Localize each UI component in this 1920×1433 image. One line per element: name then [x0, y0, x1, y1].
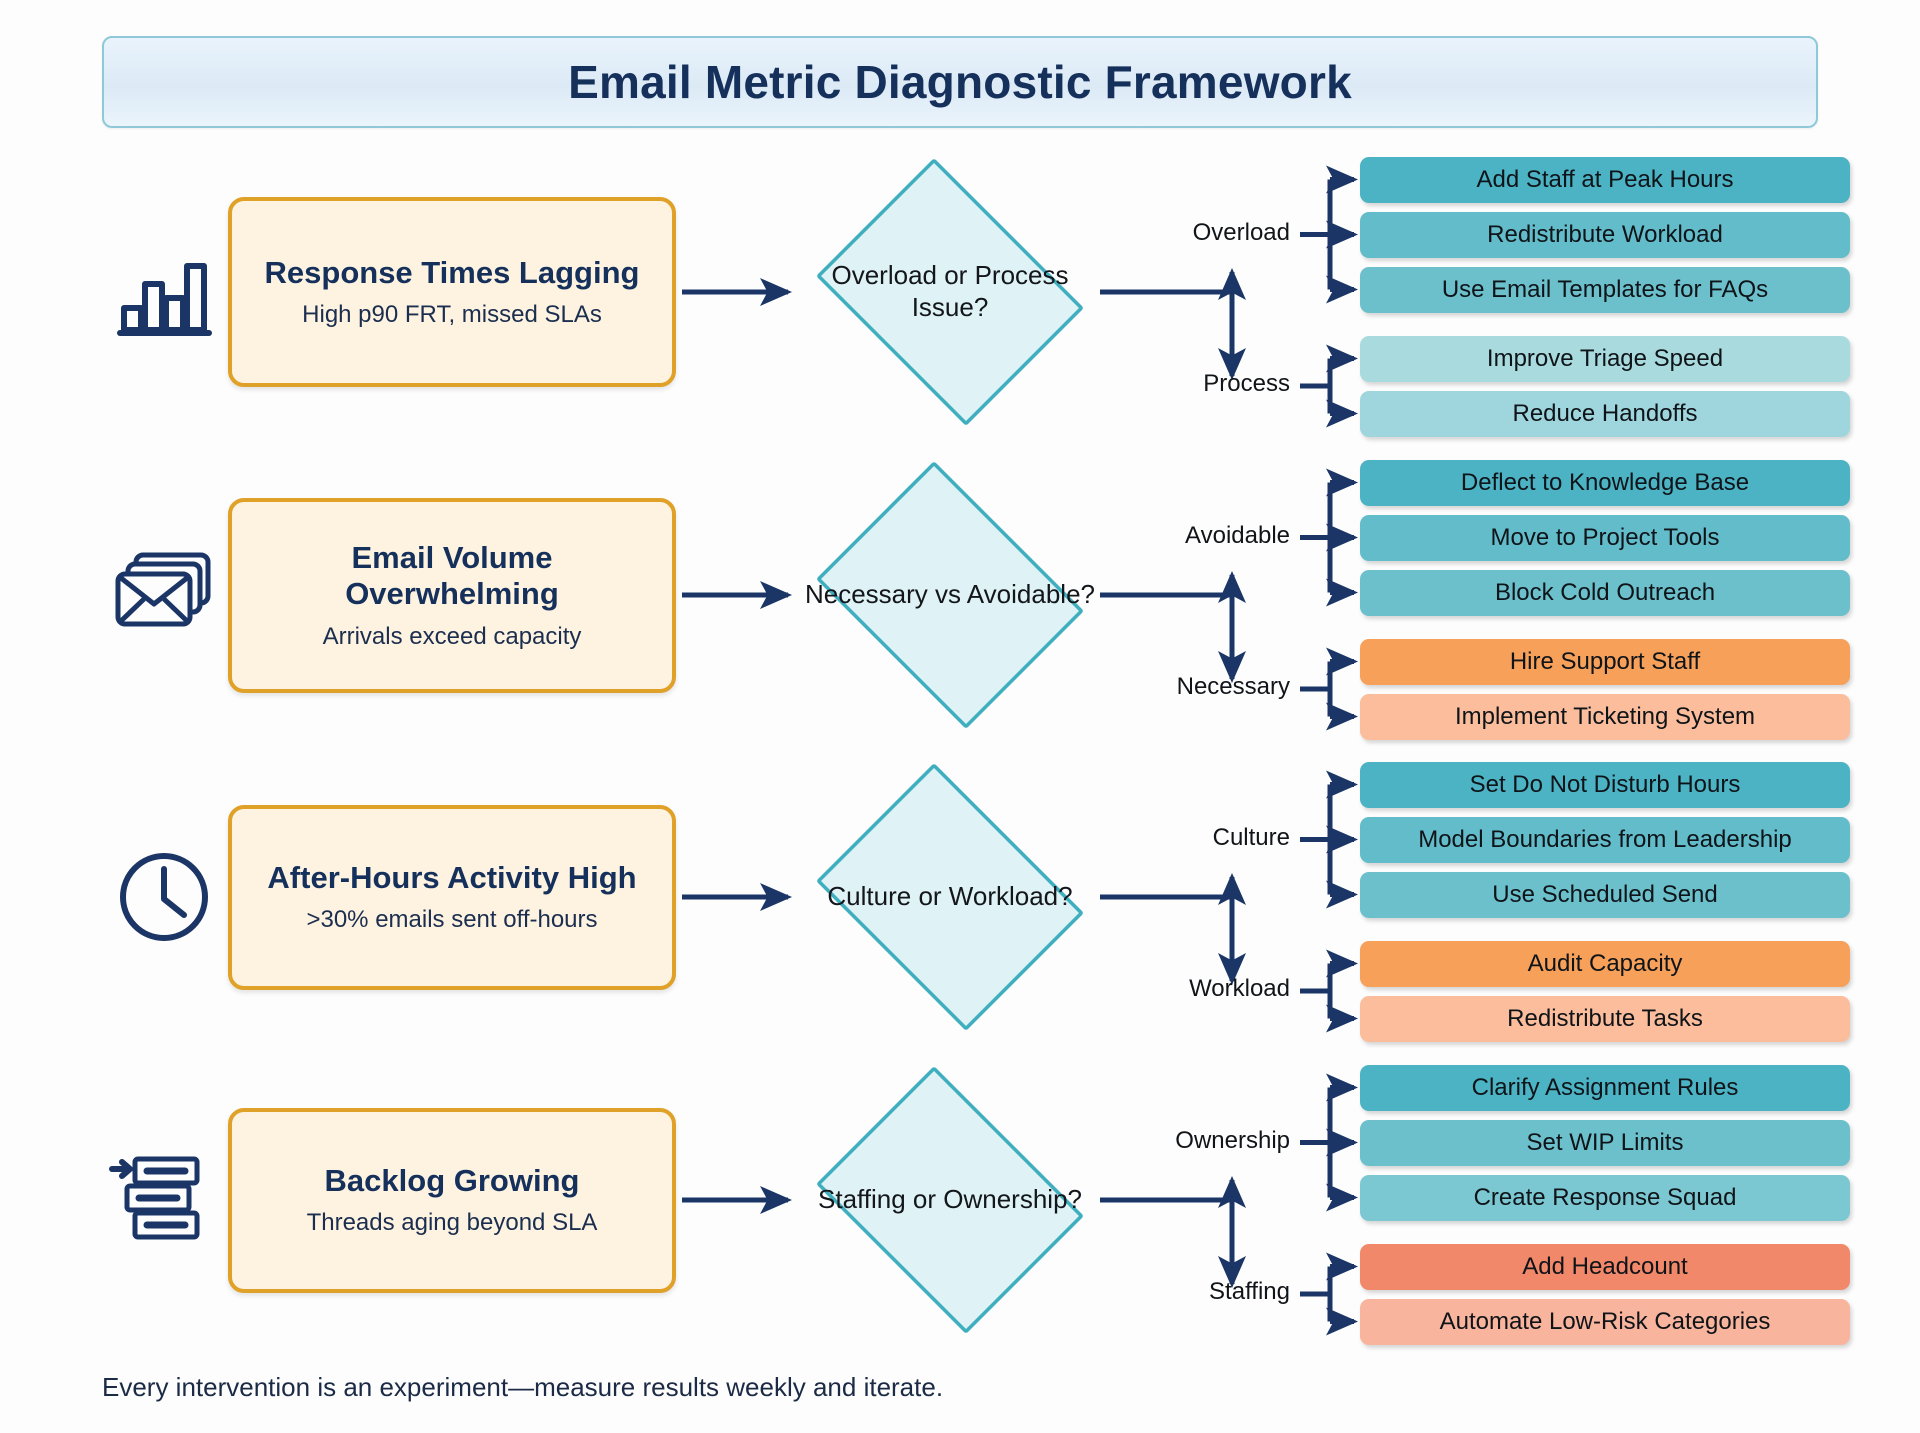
branch-label: Staffing: [1209, 1278, 1290, 1305]
action-box[interactable]: Model Boundaries from Leadership: [1360, 816, 1850, 863]
action-box[interactable]: Improve Triage Speed: [1360, 335, 1850, 382]
action-box[interactable]: Set Do Not Disturb Hours: [1360, 761, 1850, 808]
action-box[interactable]: Create Response Squad: [1360, 1174, 1850, 1221]
decision-label: Necessary vs Avoidable?: [804, 579, 1095, 610]
problem-card[interactable]: After-Hours Activity High >30% emails se…: [228, 804, 676, 990]
stacked-envelopes-icon: [96, 530, 232, 660]
page-title: Email Metric Diagnostic Framework: [568, 56, 1352, 108]
problem-subtitle: Arrivals exceed capacity: [322, 622, 582, 650]
diamond-body: Overload or Process Issue?: [800, 158, 1100, 426]
action-box[interactable]: Deflect to Knowledge Base: [1360, 459, 1850, 506]
diamond-body: Culture or Workload?: [800, 763, 1100, 1031]
problem-subtitle: High p90 FRT, missed SLAs: [302, 301, 602, 329]
branch-label: Avoidable: [1185, 521, 1290, 549]
problem-subtitle: >30% emails sent off-hours: [306, 906, 598, 934]
decision-label: Overload or Process Issue?: [831, 260, 1069, 322]
backlog-stack-icon: [96, 1135, 232, 1265]
action-box[interactable]: Clarify Assignment Rules: [1360, 1064, 1850, 1111]
action-box[interactable]: Reduce Handoffs: [1360, 390, 1850, 437]
decision-label: Culture or Workload?: [827, 881, 1073, 912]
bar-chart-icon: [96, 227, 232, 357]
decision-diamond[interactable]: Culture or Workload?: [800, 763, 1100, 1031]
action-box[interactable]: Add Staff at Peak Hours: [1360, 156, 1850, 203]
action-box[interactable]: Automate Low-Risk Categories: [1360, 1298, 1850, 1345]
decision-diamond[interactable]: Overload or Process Issue?: [800, 158, 1100, 426]
action-box[interactable]: Implement Ticketing System: [1360, 693, 1850, 740]
branch-label: Necessary: [1176, 673, 1290, 700]
action-box[interactable]: Move to Project Tools: [1360, 514, 1850, 561]
diagram-title-banner: Email Metric Diagnostic Framework: [102, 36, 1818, 128]
decision-label: Staffing or Ownership?: [818, 1184, 1082, 1215]
clock-icon: [96, 832, 232, 962]
decision-diamond[interactable]: Necessary vs Avoidable?: [800, 461, 1100, 729]
problem-title: Email Volume Overwhelming: [345, 539, 559, 612]
action-box[interactable]: Audit Capacity: [1360, 940, 1850, 987]
diamond-body: Necessary vs Avoidable?: [800, 461, 1100, 729]
action-box[interactable]: Redistribute Tasks: [1360, 995, 1850, 1042]
diamond-body: Staffing or Ownership?: [800, 1066, 1100, 1334]
decision-diamond[interactable]: Staffing or Ownership?: [800, 1066, 1100, 1334]
action-box[interactable]: Use Email Templates for FAQs: [1360, 266, 1850, 313]
problem-card[interactable]: Response Times Lagging High p90 FRT, mis…: [228, 197, 676, 387]
branch-label: Culture: [1212, 823, 1290, 851]
action-box[interactable]: Use Scheduled Send: [1360, 871, 1850, 918]
problem-subtitle: Threads aging beyond SLA: [306, 1209, 598, 1237]
problem-title: Response Times Lagging: [264, 254, 640, 290]
branch-label: Overload: [1192, 218, 1290, 246]
action-box[interactable]: Set WIP Limits: [1360, 1119, 1850, 1166]
problem-card[interactable]: Backlog Growing Threads aging beyond SLA: [228, 1107, 676, 1293]
footer-note: Every intervention is an experiment—meas…: [102, 1372, 944, 1402]
action-box[interactable]: Hire Support Staff: [1360, 638, 1850, 685]
action-box[interactable]: Redistribute Workload: [1360, 211, 1850, 258]
action-box[interactable]: Add Headcount: [1360, 1243, 1850, 1290]
branch-label: Process: [1203, 370, 1290, 397]
branch-label: Ownership: [1175, 1126, 1290, 1154]
problem-card[interactable]: Email Volume Overwhelming Arrivals excee…: [228, 497, 676, 693]
action-box[interactable]: Block Cold Outreach: [1360, 569, 1850, 616]
branch-label: Workload: [1189, 975, 1290, 1002]
problem-title: Backlog Growing: [324, 1162, 580, 1198]
problem-title: After-Hours Activity High: [267, 859, 637, 895]
